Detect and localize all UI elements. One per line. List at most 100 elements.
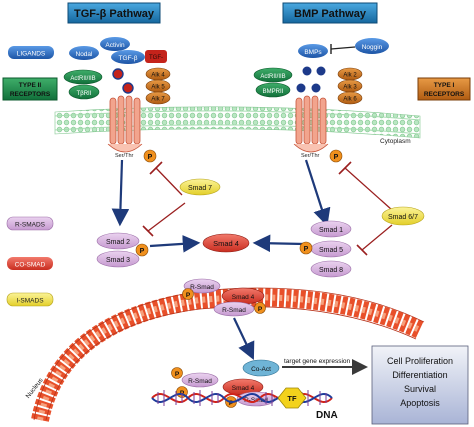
receptor-alk3: Alk 3 [343,85,357,91]
receptor-alk5: Alk 5 [151,85,165,91]
tgf-receptor-bundle [107,95,143,153]
bmp-receptor-bundle [293,95,329,153]
tgf-type1-receptors: Alk 4 Alk 5 Alk 7 [145,67,171,105]
coact-label: Co-Act [251,366,271,373]
arrow-receptor-to-smad23 [111,159,130,227]
phospho-smad158: P [299,241,313,255]
serthr-label-tgf: Ser/Thr [115,153,134,159]
complex-smad4: Smad 4 [232,294,255,301]
tgf-title: TGF-β Pathway [74,8,155,20]
bmp-title: BMP Pathway [294,8,367,20]
phospho-smad23: P [135,243,149,257]
tgf-ligands: Activin Nodal TGF-β TGF- [69,37,167,64]
phospho-receptor-bmp: P [329,149,343,163]
ligands-label: LIGANDS [8,46,54,59]
dna-label: DNA [316,410,338,421]
receptor-actrii-tgf: ActRII/IIB [70,76,95,82]
tgf-type2-receptors: ActRII/IIB TβRII [63,69,103,100]
inhibit-smad7-smad2 [147,202,186,232]
type2-receptors-label: TYPE II RECEPTORS [2,77,58,101]
phospho-label: P [186,292,191,299]
phospho-label: P [258,306,263,313]
complex-rsmad-a: R-Smad [190,284,214,291]
type1-label-line1: TYPE I [434,82,455,89]
receptor-tbrii: TβRII [77,91,92,97]
inhibit-smad67-smad5 [361,224,393,251]
receptor-bmprii: BMPRII [263,89,284,95]
type2-label-line2: RECEPTORS [10,91,51,98]
smad-complex-translocating: R-Smad Smad 4 R-Smad P P [182,278,266,317]
bmp-type1-receptors: Alk 2 Alk 3 Alk 6 [337,67,363,105]
phospho-label: P [175,371,180,378]
target-gene-label: target gene expression [284,358,351,365]
cosmad-label-text: CO-SMAD [15,262,46,269]
cosmad-label: CO-SMAD [7,257,53,270]
phospho-receptor-tgf: P [143,149,157,163]
tgf-title-box: TGF-β Pathway [67,2,161,24]
phospho-label: P [140,248,145,255]
smad7-label: Smad 7 [188,185,212,192]
inhibit-smad67-receptor [344,167,393,211]
outcome-apoptosis: Apoptosis [400,398,440,408]
rsmads-label: R-SMADS [6,216,54,231]
cell-membrane [54,106,421,139]
arrow-smad23-to-smad4 [149,235,201,253]
type2-label-line1: TYPE II [19,82,42,89]
ligand-nodal: Nodal [76,51,94,58]
smad8: Smad 8 [310,260,352,278]
coactivator: Co-Act [242,359,280,377]
smad2-label: Smad 2 [106,239,130,246]
smad2: Smad 2 [96,232,140,250]
smad8-label: Smad 8 [319,267,343,274]
smad67-label: Smad 6/7 [388,214,418,221]
ligands-label-text: LIGANDS [17,51,46,58]
smad7: Smad 7 [179,178,221,196]
arrow-complex-to-nucleus [233,317,255,360]
smad3: Smad 3 [96,250,140,268]
ligand-bmps: BMPs [304,49,322,56]
arrow-smad158-to-smad4 [252,234,305,253]
rsmads-label-text: R-SMADS [15,222,46,229]
outcome-differentiation: Differentiation [392,370,447,380]
cytoplasm-label: Cytoplasm [380,138,411,145]
ligand-tgf-partial: TGF- [149,55,163,61]
bmp-bound-ligands [296,66,326,93]
ismads-label-text: I-SMADS [16,298,44,305]
type1-receptors-label: TYPE I RECEPTORS [417,77,471,101]
phospho-label: P [334,154,339,161]
outcome-survival: Survival [404,384,436,394]
inhibit-smad7-receptor [155,167,183,196]
receptor-alk4: Alk 4 [151,73,165,79]
phospho-label: P [229,400,234,407]
complex-rsmad-b: R-Smad [222,307,246,314]
bmp-title-box: BMP Pathway [282,2,378,24]
bmp-ligands: BMPs Noggin [298,38,389,58]
smad4-cytoplasmic: Smad 4 [202,233,250,253]
nuclear-rsmad-a: R-Smad [188,378,212,385]
bmp-type2-receptors: ActRII/IIB BMPRII [253,67,293,98]
phospho-label: P [304,246,309,253]
receptor-actrii-bmp: ActRII/IIB [260,74,285,80]
outcome-proliferation: Cell Proliferation [387,356,453,366]
ligand-tgfb: TGF-β [119,55,138,62]
tf-label: TF [287,394,297,403]
smad1-label: Smad 1 [319,227,343,234]
serthr-label-bmp: Ser/Thr [301,153,320,159]
smad4-label: Smad 4 [213,239,239,248]
smad3-label: Smad 3 [106,257,130,264]
inhibit-bar [149,161,163,175]
tgf-bound-ligands [112,68,134,94]
smad1: Smad 1 [310,220,352,238]
smad5-label: Smad 5 [319,247,343,254]
inhibitor-noggin: Noggin [362,44,383,51]
phospho-label: P [148,154,153,161]
type1-label-line2: RECEPTORS [424,91,465,98]
ismads-label: I-SMADS [6,292,54,307]
inhibit-bar [356,244,368,256]
inhibit-bar [338,161,352,175]
arrow-receptor-to-smad158 [304,159,331,227]
receptor-alk7: Alk 7 [151,97,165,103]
smad67: Smad 6/7 [381,206,425,226]
nuclear-smad4: Smad 4 [232,385,255,392]
